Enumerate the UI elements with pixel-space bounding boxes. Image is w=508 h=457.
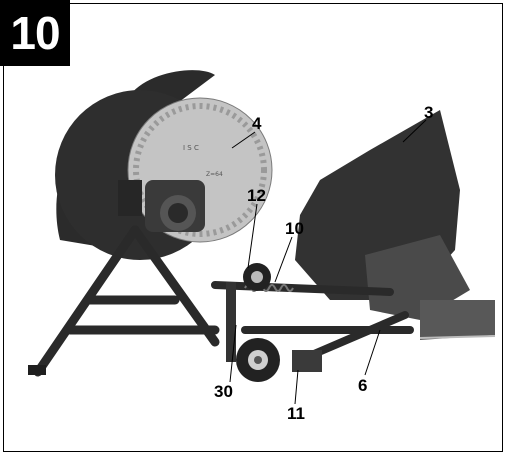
spring <box>244 284 294 292</box>
callout-4: 4 <box>252 114 262 133</box>
callout-6: 6 <box>358 376 368 395</box>
foot-pedal <box>292 350 322 372</box>
callout-10: 10 <box>285 219 304 238</box>
callout-3: 3 <box>424 103 434 122</box>
callout-30: 30 <box>214 382 233 401</box>
blade-label-2: Z=64 <box>206 171 223 178</box>
figure-number-badge: 10 <box>0 0 70 66</box>
blade-label-1: I S C <box>183 144 199 152</box>
wheel-front <box>236 338 280 382</box>
figure-frame <box>3 3 503 452</box>
left-frame <box>33 225 220 377</box>
switch-box <box>118 180 142 216</box>
callout-11: 11 <box>287 404 305 423</box>
wheel-rear <box>243 263 271 291</box>
callout-12: 12 <box>247 186 266 205</box>
